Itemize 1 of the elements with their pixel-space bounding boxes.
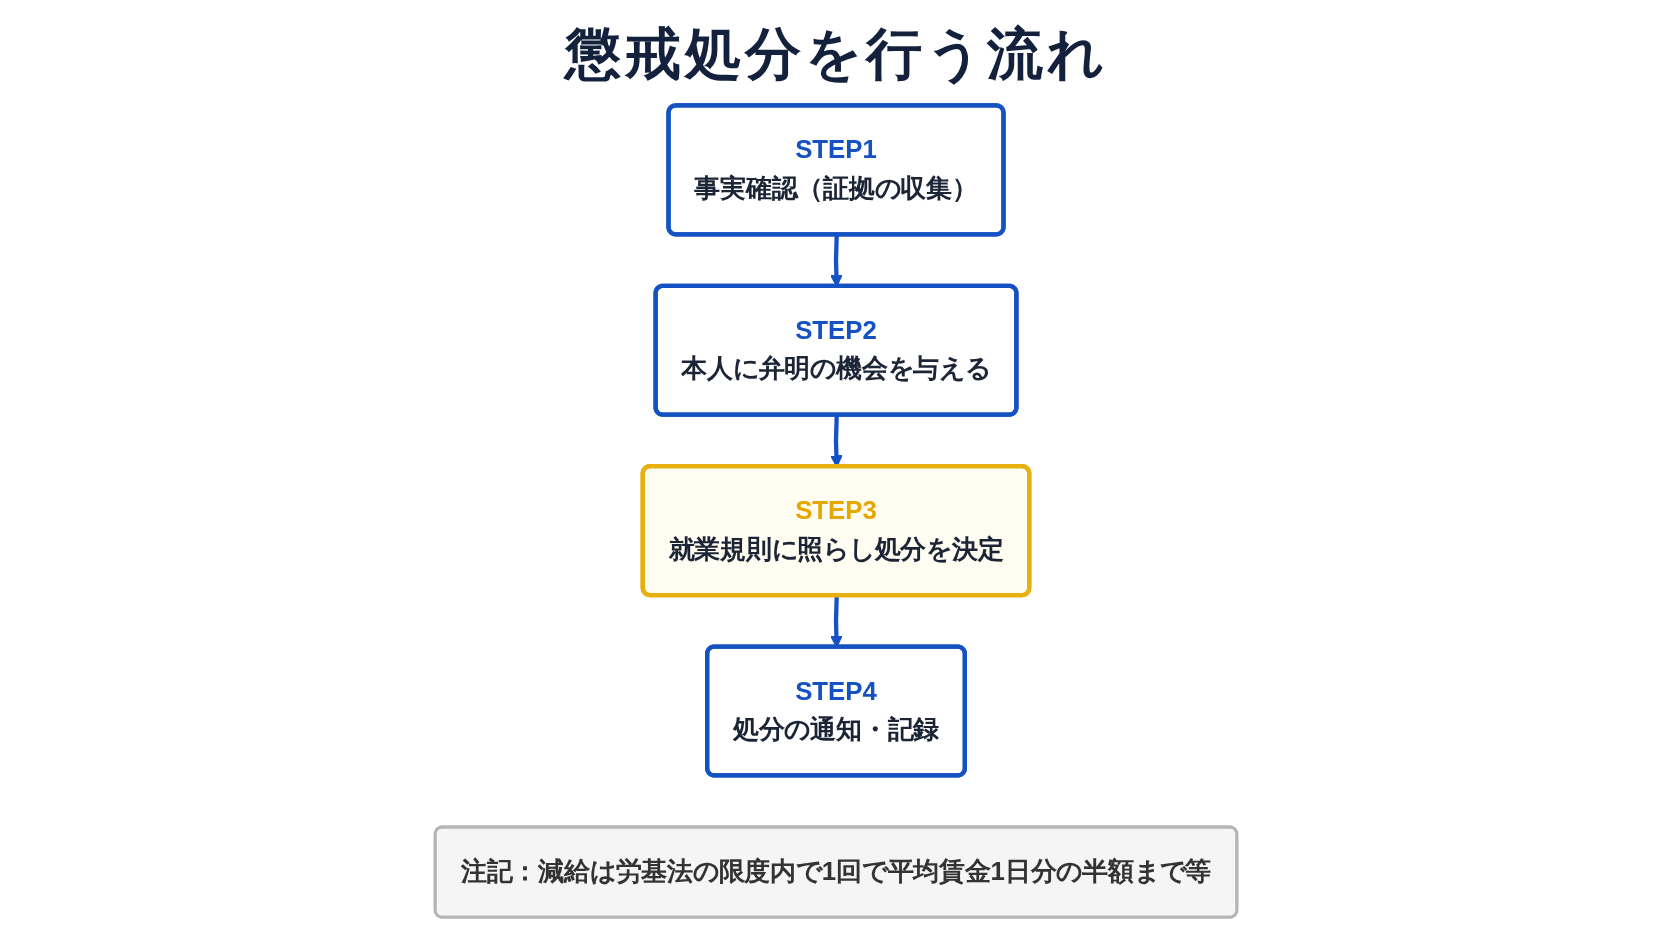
- title: 懲戒処分を行う流れ: [564, 22, 1108, 87]
